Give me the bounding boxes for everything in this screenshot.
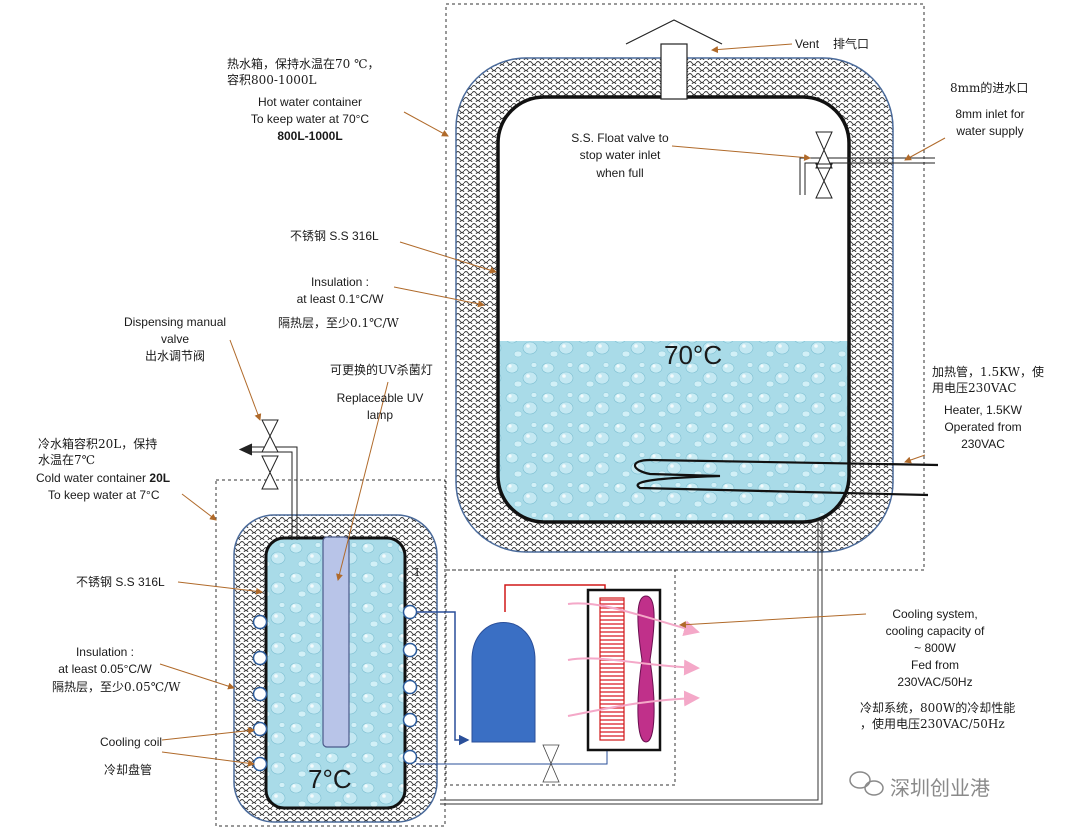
dispense-label-cn: 出水调节阀	[144, 349, 205, 363]
condenser-coil	[599, 597, 625, 741]
insulation-cold-label-1: Insulation :	[75, 645, 135, 659]
float-valve-label-3: when full	[596, 166, 644, 180]
heater-element	[633, 458, 939, 497]
float-valve-icon	[815, 131, 833, 199]
small-mark: I	[415, 566, 420, 579]
float-valve-label-1: S.S. Float valve to	[571, 131, 669, 145]
condenser-fins	[600, 599, 624, 737]
float-valve-label-2: stop water inlet	[579, 148, 661, 162]
vent-cap	[625, 19, 723, 45]
cold-water-temperature: 7°C	[308, 764, 352, 794]
stainless-steel-label-top: 不锈钢 S.S 316L	[290, 229, 379, 243]
heater-label-en-2: Operated from	[944, 420, 1022, 434]
watermark-text: 深圳创业港	[890, 776, 990, 800]
cooling-coil-left	[252, 614, 268, 772]
pointer-lines	[159, 43, 946, 767]
uv-lamp-label-cn: 可更换的UV杀菌灯	[330, 363, 433, 377]
cooling-system-label-3: ~ 800W	[914, 641, 956, 655]
cold-container-en-2: To keep water at 7°C	[48, 488, 160, 502]
insulation-top-label-2: at least 0.1°C/W	[296, 292, 384, 306]
cold-tank-dashed-box	[215, 479, 446, 827]
heater-label-cn-1: 加热管，1.5KW，使	[932, 365, 1044, 379]
dispense-label-1: Dispensing manual	[123, 315, 227, 329]
water-inlet-pipe	[799, 157, 935, 195]
wechat-watermark-icon	[849, 771, 884, 796]
compressor	[471, 622, 536, 743]
cold-container-en-1: Cold water container 20L	[36, 471, 171, 485]
insulation-cold-label-2: at least 0.05°C/W	[58, 662, 152, 676]
cooling-system-label-4: Fed from	[910, 658, 959, 672]
cooling-system-label-1: Cooling system,	[892, 607, 978, 621]
insulation-top-label-cn: 隔热层，至少0.1℃/W	[278, 316, 399, 330]
dispense-pipe	[245, 446, 298, 540]
suction-pipe	[416, 611, 470, 746]
hot-container-en-2: To keep water at 70°C	[250, 112, 370, 126]
cold-container-cn-2: 水温在7℃	[38, 453, 96, 467]
cooling-coil-label-en: Cooling coil	[100, 735, 163, 749]
uv-lamp	[322, 536, 350, 748]
stainless-steel-label-cold: 不锈钢 S.S 316L	[76, 575, 165, 589]
transfer-pipe	[440, 520, 823, 805]
insulation-top-label-1: Insulation :	[310, 275, 370, 289]
hot-container-en-1: Hot water container	[257, 95, 363, 109]
uv-lamp-label-en-1: Replaceable UV	[336, 391, 424, 405]
inlet-label-en-1: 8mm inlet for	[955, 107, 1025, 121]
cooling-coil-label-cn: 冷却盘管	[104, 763, 153, 777]
dispense-label-2: valve	[160, 332, 189, 346]
vent-pipe	[660, 43, 688, 100]
cooling-system-dashed-box	[445, 569, 676, 786]
cold-container-cn-1: 冷水箱容积20L，保持	[38, 437, 158, 451]
inlet-label-en-2: water supply	[956, 124, 1024, 138]
fan-blade	[637, 595, 655, 743]
heater-label-en-3: 230VAC	[961, 437, 1005, 451]
hot-water-temperature: 70°C	[664, 340, 723, 370]
cooling-system-label-cn-2: ，使用电压230VAC/50Hz	[860, 717, 1005, 731]
insulation-cold-label-cn: 隔热层，至少0.05℃/W	[52, 680, 181, 694]
cooling-system-label-5: 230VAC/50Hz	[897, 675, 973, 689]
hot-container-volume: 800L-1000L	[277, 129, 343, 143]
dispense-arrow	[238, 443, 253, 456]
cooling-coil-right	[402, 604, 418, 765]
dispense-valve-icon	[261, 419, 279, 490]
cooling-system-label-cn-1: 冷却系统，800W的冷却性能	[860, 701, 1016, 715]
inlet-label-cn: 8mm的进水口	[950, 81, 1029, 95]
cooling-system-label-2: cooling capacity of	[885, 624, 985, 638]
heater-label-cn-2: 用电压230VAC	[932, 381, 1017, 395]
uv-lamp-label-en-2: lamp	[366, 408, 393, 422]
expansion-valve-icon	[542, 744, 560, 783]
hot-container-cn-2: 容积800-1000L	[227, 73, 317, 87]
heater-label-en-1: Heater, 1.5KW	[943, 403, 1023, 417]
hot-container-cn-1: 热水箱，保持水温在70 ℃，	[227, 57, 380, 71]
